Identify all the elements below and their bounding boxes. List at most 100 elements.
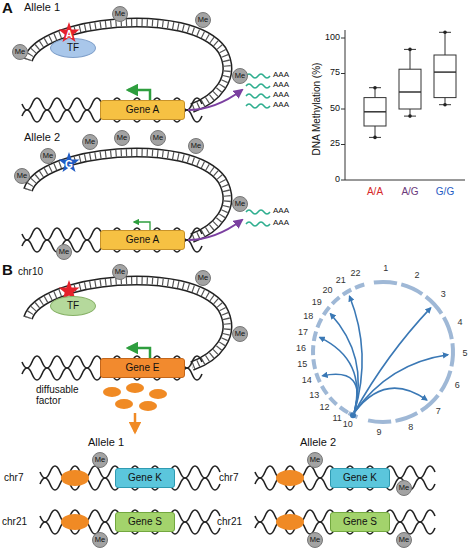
dna-helix xyxy=(22,228,202,252)
node-text: Me xyxy=(15,48,25,56)
trans-effect-arrow xyxy=(330,314,358,413)
node-text: Me xyxy=(95,456,105,464)
methyl-group: Me xyxy=(92,452,108,468)
panel-letter: A xyxy=(2,0,13,17)
node-text: Me xyxy=(85,138,95,146)
node-text: Me xyxy=(43,152,53,160)
chromosome-arc xyxy=(331,296,341,306)
chromatin-loop xyxy=(28,280,227,366)
trans-effect-arrow xyxy=(354,388,427,412)
tick-label: 25 xyxy=(314,139,340,149)
gene-box: Gene K xyxy=(115,468,175,488)
methyl-group: Me xyxy=(307,452,323,468)
polya-tail: AAA xyxy=(273,81,289,90)
chromosome-number: 15 xyxy=(293,360,311,370)
dna-helix xyxy=(40,510,220,534)
trans-effect-arrow xyxy=(350,296,363,412)
allele-label: Allele 2 xyxy=(300,436,336,448)
node-text: Me xyxy=(59,248,69,256)
tss-arrow xyxy=(128,90,150,100)
chromosome-number: 8 xyxy=(402,423,420,433)
chromosome-arc xyxy=(342,288,352,296)
median xyxy=(364,111,386,113)
mrna-wave xyxy=(246,84,270,88)
node-text: Me xyxy=(115,10,125,18)
transcription-factor: TF xyxy=(50,296,96,316)
chromosome-number: 7 xyxy=(429,407,447,417)
mrna-wave xyxy=(246,74,270,78)
chromosome-arc xyxy=(368,418,392,424)
box xyxy=(364,98,386,126)
chromosome-number: 21 xyxy=(332,276,350,286)
mrna-wave xyxy=(246,210,270,214)
chromosome-arc xyxy=(314,372,321,383)
node-text: Me xyxy=(235,72,245,80)
dna-helix xyxy=(255,510,435,534)
node-text: Me xyxy=(191,142,201,150)
node-text: G xyxy=(65,160,73,170)
gene-box: Gene S xyxy=(115,512,175,532)
methyl-group: Me xyxy=(114,130,130,146)
chromosome-arc xyxy=(322,306,331,316)
allele-label: Allele 2 xyxy=(24,131,60,143)
polya-tail: AAA xyxy=(273,207,289,216)
genotype-label: G/G xyxy=(430,186,460,197)
chromosome-number: 1 xyxy=(377,264,395,274)
methyl-group: Me xyxy=(92,532,108,548)
chromosome-arc xyxy=(311,345,315,355)
trans-effect-arrow xyxy=(320,337,357,412)
box xyxy=(434,55,456,98)
chromatin-loop xyxy=(28,152,227,238)
transcripts xyxy=(246,74,270,226)
methyl-group: Me xyxy=(195,12,211,28)
methyl-group: Me xyxy=(82,134,98,150)
polya-tail: AAA xyxy=(273,219,289,228)
methyl-group: Me xyxy=(232,68,248,84)
chromosome-number: 17 xyxy=(294,328,312,338)
allele-label: Allele 1 xyxy=(88,436,124,448)
polya-tail: AAA xyxy=(273,91,289,100)
node-text: Gene S xyxy=(128,517,162,527)
methyl-group: Me xyxy=(188,138,204,154)
gene-box: Gene K xyxy=(330,468,390,488)
polya-tail: AAA xyxy=(273,71,289,80)
tick-label: 0 xyxy=(314,175,340,185)
chromosome-number: 13 xyxy=(305,391,323,401)
diffusable-factor xyxy=(61,383,304,530)
chromosome-arc xyxy=(395,411,418,423)
chromosome-number: 19 xyxy=(308,298,326,308)
methyl-group: Me xyxy=(396,532,412,548)
chromosome-number: 11 xyxy=(328,414,346,424)
tick-label: 75 xyxy=(314,68,340,78)
mrna-wave xyxy=(246,104,270,108)
mrna-wave xyxy=(246,94,270,98)
tick-label: 50 xyxy=(314,104,340,114)
methyl-group: Me xyxy=(112,264,128,280)
chromosome-label: chr21 xyxy=(2,516,27,527)
tss-arrow xyxy=(128,348,150,358)
chromosome-number: 18 xyxy=(299,312,317,322)
y-axis xyxy=(345,30,346,180)
trans-effect-arrow xyxy=(354,308,430,413)
node-text: Gene K xyxy=(128,473,162,483)
methyl-group: Me xyxy=(40,148,56,164)
boxplot xyxy=(341,30,465,180)
chromosome-arc xyxy=(311,359,317,369)
median xyxy=(399,91,421,93)
gene-box: Gene A xyxy=(100,100,185,120)
methyl-group: Me xyxy=(12,44,28,60)
trans-effect-arrow xyxy=(354,355,448,413)
chromosome-number: 9 xyxy=(370,428,388,438)
chromosome-label: chr10 xyxy=(18,266,43,277)
genotype-label: A/G xyxy=(395,186,425,197)
chromosome-number: 12 xyxy=(316,403,334,413)
chromosome-arc xyxy=(439,370,452,393)
transcription-arrow xyxy=(188,220,242,240)
node-text: A xyxy=(65,30,72,40)
node-text: Me xyxy=(198,274,208,282)
chromosome-arc xyxy=(442,316,454,339)
node-text: Gene A xyxy=(126,105,159,115)
chromosome-arc xyxy=(312,331,318,341)
chromosome-number: 14 xyxy=(298,376,316,386)
